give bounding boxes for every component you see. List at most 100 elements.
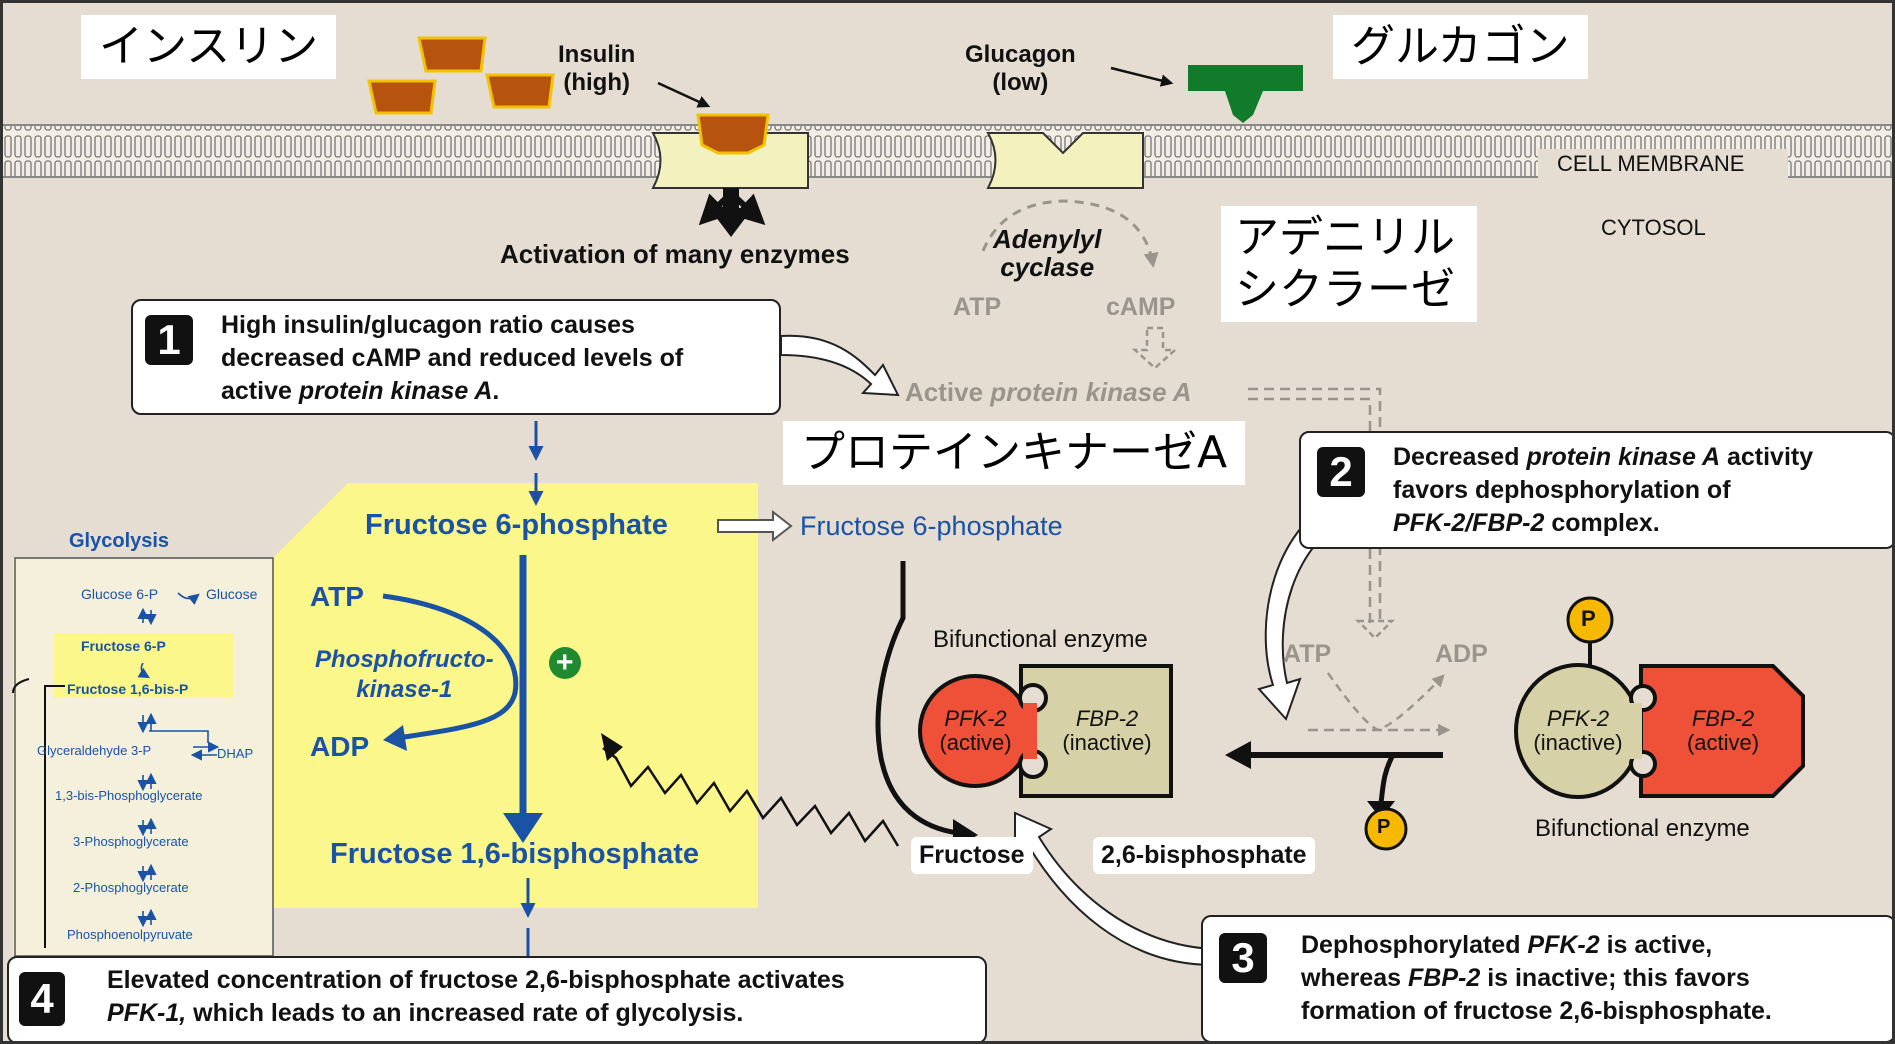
step1-box: 1 High insulin/glucagon ratio causes dec… xyxy=(131,299,781,415)
step1-line1: High insulin/glucagon ratio causes xyxy=(221,311,635,339)
cytosol-label: CYTOSOL xyxy=(1601,215,1706,240)
step4-line1: Elevated concentration of fructose 2,6-b… xyxy=(107,966,845,994)
f6p-right-label: Fructose 6-phosphate xyxy=(800,511,1063,541)
step3-text: Dephosphorylated PFK-2 is active, wherea… xyxy=(1301,929,1772,1028)
activation-arrows xyxy=(698,188,766,237)
step2-line1-a: Decreased xyxy=(1393,443,1527,471)
pfk1-label: Phosphofructo- kinase-1 xyxy=(315,645,494,705)
pfk2-active-line2: (active) xyxy=(939,730,1012,755)
step3-line1-a: Dephosphorylated xyxy=(1301,931,1528,959)
plus-sign: + xyxy=(556,646,574,679)
f16bp-label: Fructose 1,6-bisphosphate xyxy=(330,838,700,870)
bifunctional-enzyme-dephosphorylated xyxy=(918,664,1173,798)
enzyme-atp-label: ATP xyxy=(1283,640,1332,668)
step4-number: 4 xyxy=(19,972,65,1026)
activation-of-enzymes-label: Activation of many enzymes xyxy=(500,239,850,269)
adenylyl-cyclase-line1: Adenylyl xyxy=(993,224,1102,254)
fbp2-inactive-label: FBP-2(inactive) xyxy=(1048,707,1166,755)
step3-line2: whereas FBP-2 is inactive; this favors xyxy=(1301,962,1772,995)
diagram-artwork xyxy=(3,36,1892,967)
step4-box: 4 Elevated concentration of fructose 2,6… xyxy=(7,956,987,1041)
step4-line2: PFK-1, which leads to an increased rate … xyxy=(107,997,845,1030)
glyco-f16bp: Fructose 1,6-bis-P xyxy=(67,681,189,697)
glucagon-level-text: (low) xyxy=(992,69,1049,96)
fbp2-inactive-line2: (inactive) xyxy=(1062,730,1152,755)
step2-line3-italic: PFK-2/FBP-2 xyxy=(1393,509,1545,537)
jp-glucagon-label: グルカゴン xyxy=(1333,15,1588,79)
glyco-glucose6p: Glucose 6-P xyxy=(81,586,159,602)
step2-line1: Decreased protein kinase A activity xyxy=(1393,441,1813,474)
active-pka-italic: protein kinase A xyxy=(990,377,1192,407)
adenylyl-cyclase-line2: cyclase xyxy=(1000,252,1095,282)
step4-line2-b: which leads to an increased rate of glyc… xyxy=(186,999,744,1027)
pfk1-line1: Phosphofructo- xyxy=(315,646,494,673)
glucagon-label: Glucagon (low) xyxy=(965,41,1076,97)
pfk2-inactive-line1: PFK-2 xyxy=(1546,706,1610,731)
step1-line3-b: . xyxy=(492,377,500,405)
step3-line2-a: whereas xyxy=(1301,964,1409,992)
glyco-dhap: DHAP xyxy=(217,746,254,761)
active-pka-prefix: Active xyxy=(905,377,991,407)
pfk2-active-label: PFK-2(active) xyxy=(923,707,1028,755)
step3-line1-b: is active, xyxy=(1599,931,1713,959)
fbp2-active-line2: (active) xyxy=(1686,730,1760,755)
jp-protein-kinase-a-label: プロテインキナーゼA xyxy=(783,421,1246,485)
step1-number: 1 xyxy=(145,315,193,365)
activation-plus-icon xyxy=(549,647,581,679)
jp-insulin-label: インスリン xyxy=(81,15,337,79)
cell-membrane xyxy=(3,124,1892,179)
insulin-molecules xyxy=(367,36,770,155)
insulin-level-text: (high) xyxy=(563,69,630,96)
fbp2-active-line1: FBP-2 xyxy=(1691,706,1755,731)
step1-line3-italic: protein kinase A xyxy=(298,377,493,405)
adenylyl-cyclase-label: Adenylyl cyclase xyxy=(993,225,1101,281)
pfk2-inactive-label: PFK-2(inactive) xyxy=(1518,707,1638,755)
f6p-label: Fructose 6-phosphate xyxy=(365,509,668,541)
step2-number: 2 xyxy=(1317,447,1365,497)
active-pka-label: Active protein kinase A xyxy=(905,377,1192,408)
step2-text: Decreased protein kinase A activity favo… xyxy=(1393,441,1813,540)
glyco-f6p: Fructose 6-P xyxy=(81,638,166,654)
bifunctional-enzyme-right-label: Bifunctional enzyme xyxy=(1535,815,1750,842)
camp-label: cAMP xyxy=(1106,293,1176,321)
glyco-pep: Phosphoenolpyruvate xyxy=(67,927,193,942)
insulin-label: Insulin (high) xyxy=(558,41,635,97)
glyco-13bpg: 1,3-bis-Phosphoglycerate xyxy=(55,788,203,803)
bifunctional-enzyme-left-label: Bifunctional enzyme xyxy=(933,626,1148,653)
fbp2-active-label: FBP-2(active) xyxy=(1668,707,1778,755)
step2-line3: PFK-2/FBP-2 complex. xyxy=(1393,507,1813,540)
glyco-2pg: 2-Phosphoglycerate xyxy=(73,880,189,895)
glyco-3pg: 3-Phosphoglycerate xyxy=(73,834,189,849)
step3-number: 3 xyxy=(1219,933,1267,983)
step2-line3-b: complex. xyxy=(1544,509,1660,537)
pfk1-line2: kinase-1 xyxy=(356,676,453,703)
step1-line3-a: active xyxy=(221,377,299,405)
glucagon-receptor xyxy=(986,132,1144,189)
glycolysis-title: Glycolysis xyxy=(69,530,170,552)
phosphate-icon-released: P xyxy=(1377,816,1391,838)
adp-label: ADP xyxy=(310,731,370,762)
insulin-receptor xyxy=(651,132,809,189)
glucagon-label-text: Glucagon xyxy=(965,41,1076,68)
insulin-label-text: Insulin xyxy=(558,41,636,68)
step4-text: Elevated concentration of fructose 2,6-b… xyxy=(107,964,845,1030)
f26bp-label-a: Fructose xyxy=(911,837,1033,874)
step3-line2-italic: FBP-2 xyxy=(1408,964,1481,992)
enzyme-adp-label: ADP xyxy=(1435,640,1488,668)
step1-text: High insulin/glucagon ratio causes decre… xyxy=(221,309,683,408)
step2-line2: favors dephosphorylation of xyxy=(1393,476,1731,504)
step2-line1-italic: protein kinase A xyxy=(1526,443,1721,471)
step3-line2-b: is inactive; this favors xyxy=(1480,964,1750,992)
step1-line2: decreased cAMP and reduced levels of xyxy=(221,344,684,372)
step1-line3: active protein kinase A. xyxy=(221,375,683,408)
pfk2-active-line1: PFK-2 xyxy=(944,706,1007,731)
step3-box: 3 Dephosphorylated PFK-2 is active, wher… xyxy=(1201,915,1892,1041)
step2-box: 2 Decreased protein kinase A activity fa… xyxy=(1299,431,1892,549)
step3-line1: Dephosphorylated PFK-2 is active, xyxy=(1301,929,1772,962)
glyco-glucose: Glucose xyxy=(206,586,258,602)
bifunctional-enzyme-phosphorylated xyxy=(1514,596,1805,799)
fbp2-inactive-line1: FBP-2 xyxy=(1075,706,1139,731)
glyco-g3p: Glyceraldehyde 3-P xyxy=(37,743,152,758)
step3-line1-italic: PFK-2 xyxy=(1527,931,1600,959)
